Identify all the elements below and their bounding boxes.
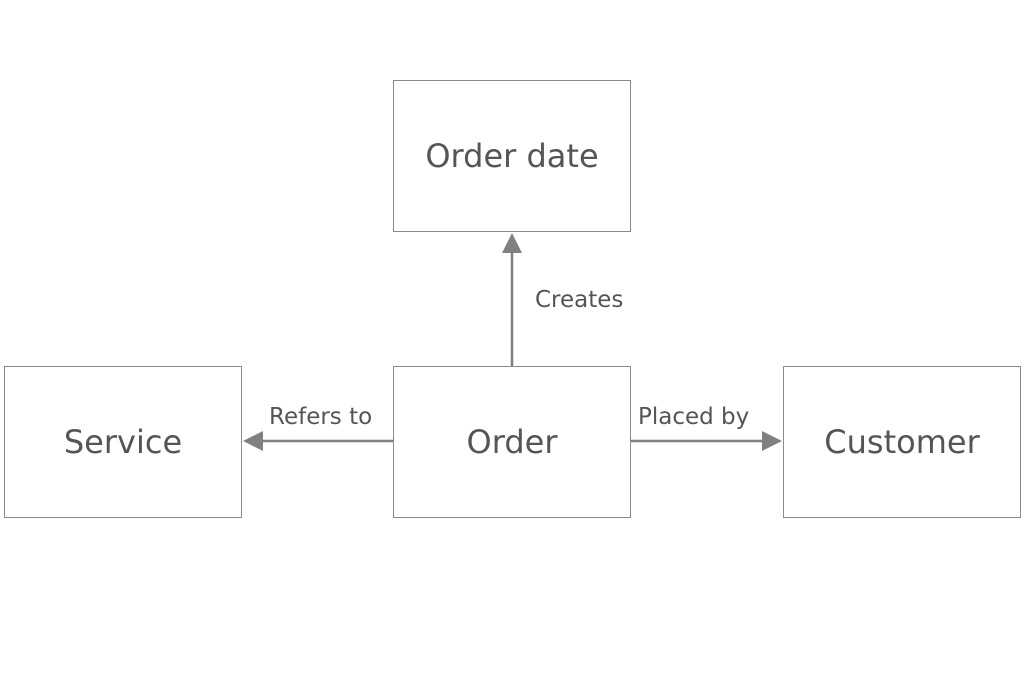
node-service-label: Service bbox=[63, 423, 183, 461]
node-order-date-label: Order date bbox=[425, 137, 599, 175]
node-customer: Customer bbox=[783, 366, 1021, 518]
edge-placed-by-arrowhead bbox=[762, 431, 782, 451]
edge-label-placed-by: Placed by bbox=[638, 404, 750, 430]
edge-creates-arrowhead bbox=[502, 233, 522, 253]
edge-refers-to-arrowhead bbox=[243, 431, 263, 451]
node-order-date: Order date bbox=[393, 80, 631, 232]
node-order-label: Order bbox=[466, 423, 558, 461]
edge-label-creates: Creates bbox=[535, 287, 624, 313]
node-customer-label: Customer bbox=[824, 423, 980, 461]
node-order: Order bbox=[393, 366, 631, 518]
node-service: Service bbox=[4, 366, 242, 518]
edge-label-refers-to: Refers to bbox=[269, 404, 373, 430]
